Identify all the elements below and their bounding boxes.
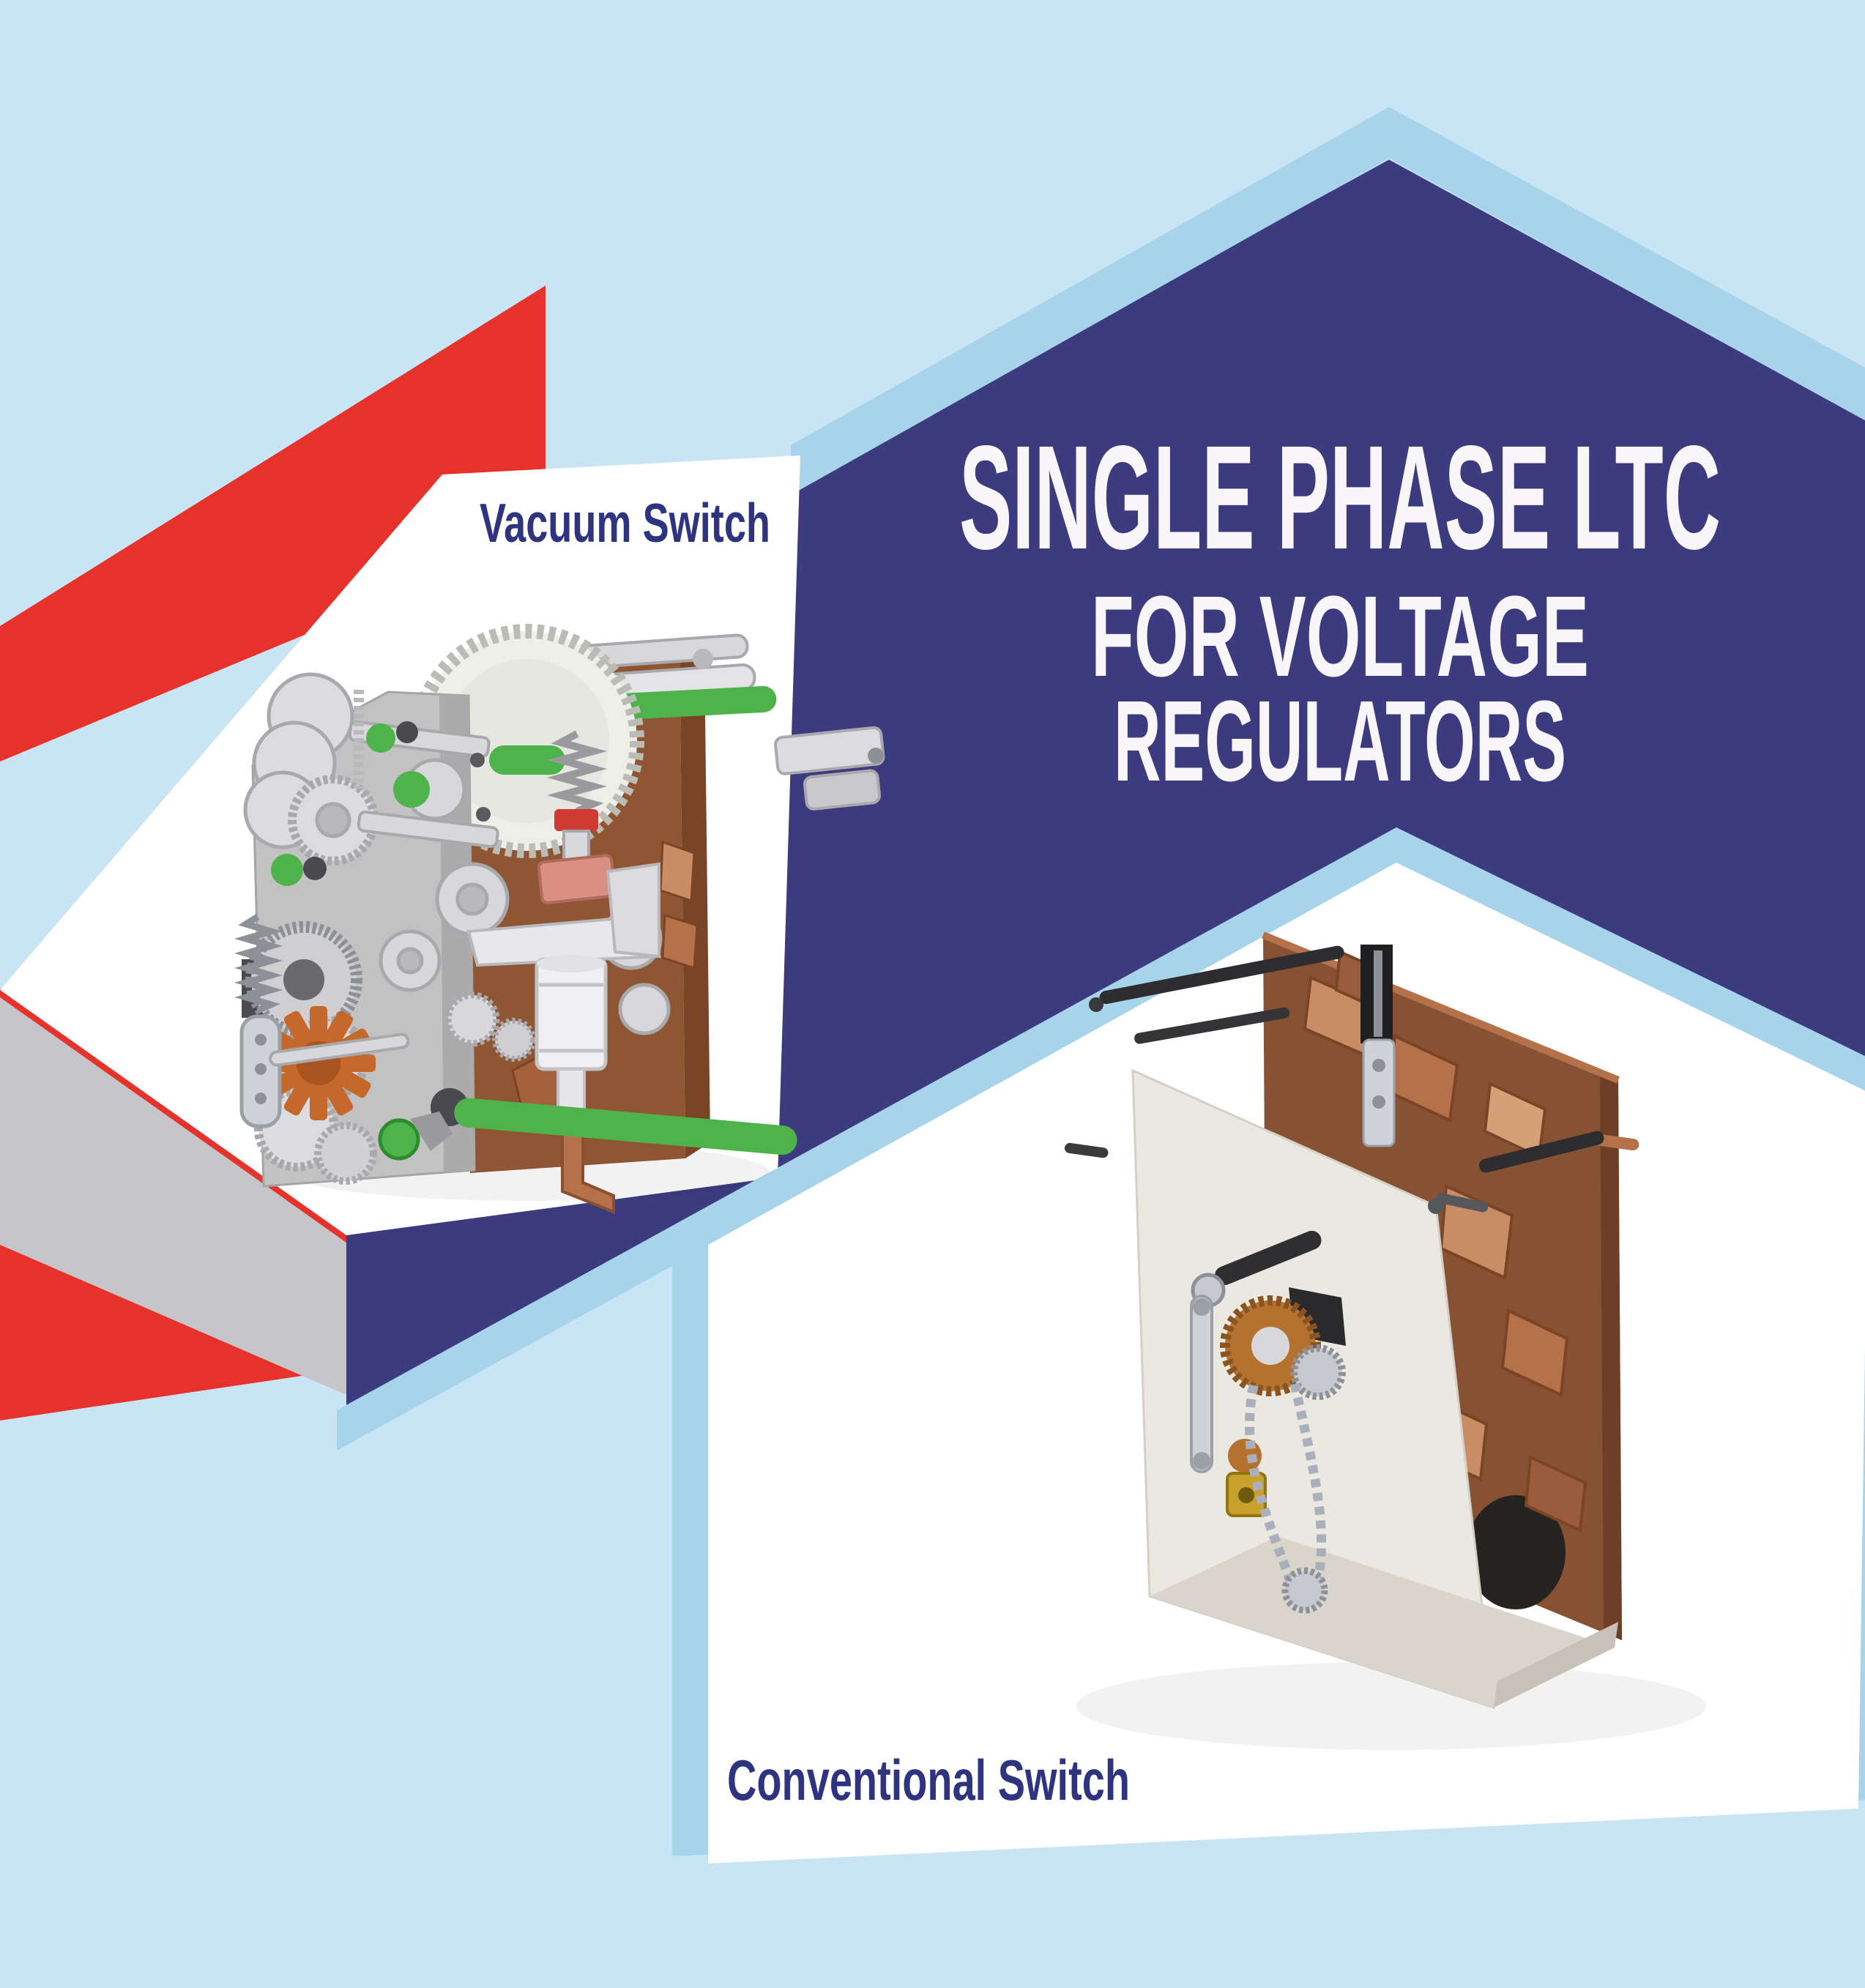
conventional-switch-illustration: [1064, 931, 1706, 1750]
tension-spring: [234, 914, 410, 1128]
vacuum-switch-illustration: [234, 624, 885, 1214]
chain-sprocket: [1281, 1567, 1328, 1614]
vacuum-switch-label: Vacuum Switch: [480, 492, 770, 554]
link-bar: [1190, 1295, 1213, 1473]
red-chevron-upper-leg: [0, 286, 546, 762]
shadow: [1076, 1662, 1706, 1750]
plate-pegs: [1064, 1134, 1639, 1214]
sky-band-outer: [791, 107, 1865, 495]
top-rods: [1089, 945, 1393, 1044]
gray-band: [0, 997, 346, 1395]
title-line-1: SINGLE PHASE LTC: [959, 414, 1721, 580]
conventional-switch-label: Conventional Switch: [727, 1748, 1130, 1812]
cam-bracket: [348, 690, 499, 849]
bottom-tray: [1150, 1536, 1615, 1708]
side-bracket: [773, 726, 885, 811]
title-line-3: REGULATORS: [1114, 677, 1566, 805]
circuit-board-edge: [1600, 1073, 1622, 1640]
title-block: SINGLE PHASE LTC FOR VOLTAGE REGULATORS: [959, 414, 1721, 805]
title-line-2: FOR VOLTAGE: [1091, 573, 1589, 701]
bottom-green-bar: [378, 1088, 797, 1161]
motor: [1466, 1495, 1566, 1609]
contact-spring: [537, 730, 617, 904]
hinge-bracket: [1362, 1038, 1396, 1147]
vacuum-interrupter: [466, 862, 662, 1214]
yellow-coupler: [1226, 1439, 1267, 1517]
chain: [1245, 1382, 1327, 1583]
tray-lip: [1494, 1622, 1618, 1708]
axle-rod: [1478, 1131, 1604, 1173]
gear-cluster: [1220, 1287, 1346, 1400]
circuit-board-edge: [680, 639, 710, 1158]
plate-knobs: [271, 721, 418, 886]
